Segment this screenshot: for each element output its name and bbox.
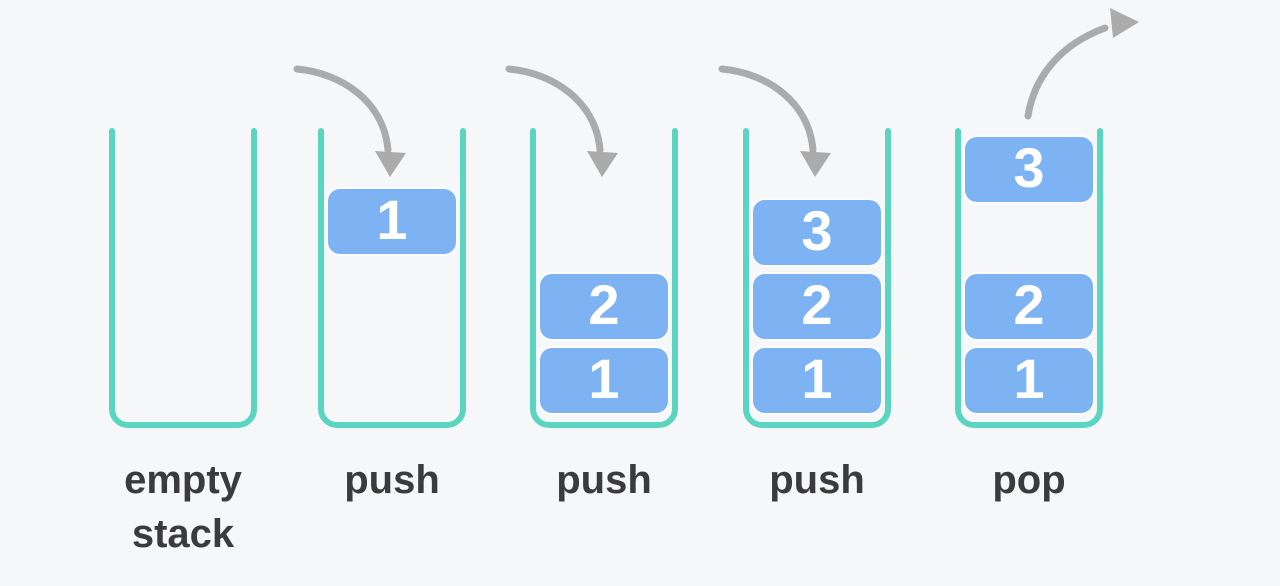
stack-element-value: 3	[801, 198, 833, 262]
stack-element-value: 3	[1013, 135, 1045, 199]
stack-element-value: 2	[1013, 272, 1045, 336]
stack-element-value: 1	[801, 346, 833, 410]
frame-label-push: push	[556, 458, 652, 502]
push-arrow-icon	[293, 65, 392, 154]
stack-element-value: 1	[588, 346, 620, 410]
stack-element-box: 2	[965, 274, 1093, 339]
frame-label-push: push	[769, 458, 865, 502]
stack-container-outline	[318, 128, 466, 428]
stack-element-box: 1	[540, 348, 668, 413]
stack-element-box: 3	[965, 137, 1093, 202]
stack-element-box: 2	[753, 274, 881, 339]
stack-element-value: 1	[1013, 346, 1045, 410]
frame-label-pop: pop	[992, 458, 1066, 502]
pop-arrow-icon	[1024, 24, 1109, 120]
frame-label-push: push	[344, 458, 440, 502]
stack-element-box: 2	[540, 274, 668, 339]
push-arrowhead-icon	[800, 151, 831, 177]
push-arrow-icon	[718, 65, 817, 154]
pop-arrowhead-icon	[1110, 8, 1139, 38]
stack-element-value: 2	[588, 272, 620, 336]
frame-label-empty-stack: empty stack	[124, 458, 242, 556]
stack-container-outline	[109, 128, 257, 428]
stack-element-box: 1	[965, 348, 1093, 413]
stack-element-value: 2	[801, 272, 833, 336]
stack-element-box: 1	[753, 348, 881, 413]
push-arrowhead-icon	[375, 151, 406, 177]
push-arrowhead-icon	[587, 151, 618, 177]
stack-element-box: 1	[328, 189, 456, 254]
stack-element-box: 3	[753, 200, 881, 265]
push-arrow-icon	[505, 65, 604, 154]
stack-element-value: 1	[376, 187, 408, 251]
